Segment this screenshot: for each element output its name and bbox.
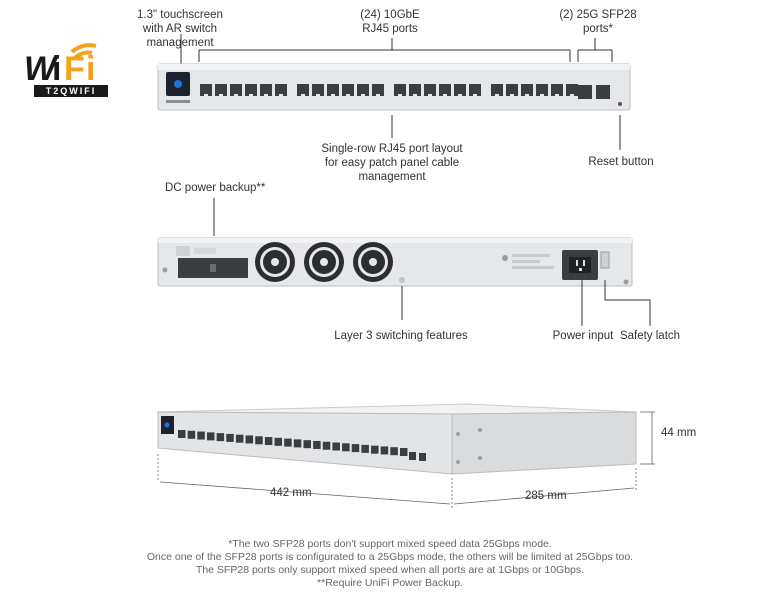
rj45-port — [439, 84, 451, 96]
wifi-logo-icon: W i F i — [24, 43, 108, 97]
rj45-port — [260, 84, 272, 96]
iso-port — [264, 437, 273, 446]
rj45-port — [536, 84, 548, 96]
iso-port — [303, 440, 311, 449]
rj45-port — [469, 84, 481, 96]
safety-latch — [600, 251, 610, 269]
front-rj45-ports — [200, 84, 578, 96]
iso-port — [216, 433, 225, 442]
rj45-port — [566, 84, 578, 96]
svg-text:i: i — [52, 50, 61, 88]
rj45-port — [275, 84, 287, 96]
iso-port — [274, 437, 283, 446]
brand-logo: W i F i T2QWIFI — [22, 38, 114, 100]
iso-port — [245, 435, 254, 444]
rj45-port — [424, 84, 436, 96]
rj45-port — [454, 84, 466, 96]
rj45-port — [312, 84, 324, 96]
rj45-callout: (24) 10GbE RJ45 ports — [360, 9, 420, 35]
iso-port — [284, 438, 292, 447]
reset-callout: Reset button — [588, 156, 654, 168]
footnotes: *The two SFP28 ports don't support mixed… — [120, 538, 660, 590]
iso-side — [451, 411, 637, 475]
footnote-1: *The two SFP28 ports don't support mixed… — [228, 538, 552, 550]
width-dimension: 442 mm — [270, 487, 312, 499]
iso-port — [380, 446, 389, 455]
power-input-callout: Power input — [552, 330, 614, 342]
dc-backup-callout: DC power backup** — [165, 182, 266, 194]
iso-port — [390, 447, 398, 456]
iso-port — [351, 444, 360, 453]
front-panel-drawing — [157, 34, 631, 150]
rj45-port — [409, 84, 421, 96]
sfp-port-1 — [578, 85, 592, 99]
iso-port — [187, 430, 196, 439]
sfp-port-2 — [596, 85, 610, 99]
rj45-port — [230, 84, 242, 96]
reset-button — [618, 102, 622, 106]
rj45-port — [327, 84, 339, 96]
svg-text:F: F — [64, 50, 85, 88]
rj45-port — [245, 84, 257, 96]
footnote-4: **Require UniFi Power Backup. — [317, 577, 463, 589]
rj45-port — [215, 84, 227, 96]
iso-port — [322, 441, 331, 450]
rj45-port — [506, 84, 518, 96]
svg-text:i: i — [86, 50, 95, 88]
footnote-2: Once one of the SFP28 ports is configura… — [146, 551, 634, 563]
iso-port — [371, 445, 379, 454]
iso-port — [197, 431, 205, 440]
iso-port — [226, 433, 234, 442]
iso-port — [332, 442, 340, 451]
rj45-port — [521, 84, 533, 96]
depth-dimension: 285 mm — [525, 490, 567, 502]
sfp-callout: (2) 25G SFP28 ports* — [559, 9, 637, 35]
rj45-port — [394, 84, 406, 96]
touchscreen-callout: 1.3" touchscreen with AR switch manageme… — [137, 9, 223, 49]
iso-port — [342, 443, 350, 452]
iso-port — [313, 440, 321, 449]
rj45-port — [551, 84, 563, 96]
safety-latch-callout: Safety latch — [619, 330, 681, 342]
logo-subtext: T2QWIFI — [45, 86, 97, 96]
iso-port — [235, 434, 244, 443]
iso-port — [361, 444, 369, 453]
iso-port — [400, 448, 408, 456]
rj45-port — [357, 84, 369, 96]
footnote-3: The SFP28 ports only support mixed speed… — [195, 564, 585, 576]
svg-text:W: W — [24, 50, 59, 88]
height-dimension: 44 mm — [661, 427, 697, 439]
rj45-port — [200, 84, 212, 96]
l3-callout: Layer 3 switching features — [334, 330, 468, 342]
rj45-port — [342, 84, 354, 96]
rj45-port — [491, 84, 503, 96]
iso-port — [293, 439, 302, 448]
rear-panel-drawing — [157, 198, 651, 326]
isometric-drawing — [157, 403, 655, 508]
layout-callout: Single-row RJ45 port layout for easy pat… — [321, 143, 463, 183]
iso-port — [255, 436, 263, 445]
rj45-port — [297, 84, 309, 96]
rj45-port — [372, 84, 384, 96]
iso-port — [206, 432, 215, 441]
iso-port — [178, 430, 186, 438]
